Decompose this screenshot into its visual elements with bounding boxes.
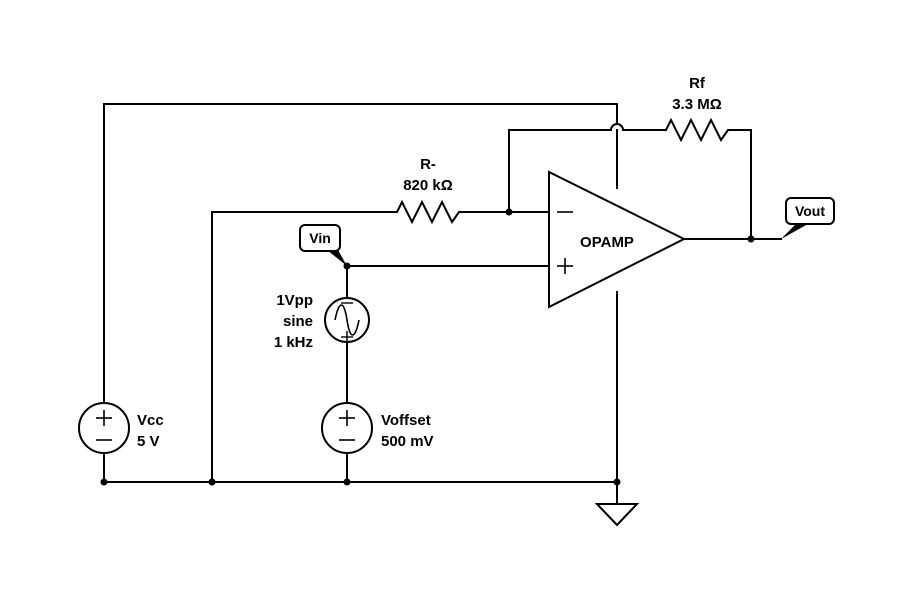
- voffset-name: Voffset: [381, 412, 431, 429]
- wire-crossover-hop: [610, 123, 624, 131]
- wires: [103, 103, 782, 505]
- junction-dot: [747, 235, 755, 243]
- vcc-source-circle: [78, 402, 130, 454]
- r-minus-value: 820 kΩ: [403, 177, 453, 194]
- junction-dot: [208, 478, 216, 486]
- junction-dot: [505, 208, 513, 216]
- junction-dot: [613, 478, 621, 486]
- feedback-wire-left: [508, 129, 612, 213]
- ground-rail: [103, 451, 618, 483]
- voffset-source[interactable]: Voffset 500 mV: [321, 402, 434, 454]
- net-label-vin[interactable]: Vin: [299, 224, 347, 266]
- vcc-value: 5 V: [137, 433, 160, 450]
- sine-type: sine: [283, 313, 313, 330]
- vin-label: Vin: [309, 230, 331, 246]
- rf-name: Rf: [689, 75, 706, 92]
- voffset-value: 500 mV: [381, 433, 434, 450]
- net-label-vout[interactable]: Vout: [781, 197, 835, 239]
- opamp[interactable]: OPAMP: [548, 170, 687, 309]
- ground-icon: [594, 503, 640, 527]
- voffset-source-circle: [321, 402, 373, 454]
- net-label-pointer-icon: [781, 224, 808, 239]
- opamp-label: OPAMP: [580, 234, 634, 251]
- resistor-r-minus[interactable]: R- 820 kΩ: [396, 156, 460, 225]
- sine-frequency: 1 kHz: [274, 334, 313, 351]
- r-minus-ground-wire: [211, 211, 398, 483]
- sine-wave-icon: [334, 304, 360, 336]
- net-label-pointer-icon: [327, 250, 347, 266]
- sine-amplitude: 1Vpp: [276, 292, 313, 309]
- resistor-zigzag: [396, 199, 460, 225]
- vcc-name: Vcc: [137, 412, 164, 429]
- junction-dot: [343, 478, 351, 486]
- net-label-box: [785, 197, 835, 225]
- opamp-triangle: [548, 170, 687, 309]
- resistor-zigzag: [665, 117, 729, 143]
- feedback-wire-right: [727, 129, 752, 240]
- r-minus-name: R-: [420, 156, 436, 173]
- vcc-source[interactable]: Vcc 5 V: [78, 402, 164, 454]
- ground-symbol: [594, 503, 640, 527]
- rf-value: 3.3 MΩ: [672, 96, 722, 113]
- net-label-box: [299, 224, 341, 252]
- resistor-rf[interactable]: Rf 3.3 MΩ: [665, 75, 729, 143]
- vout-label: Vout: [795, 203, 825, 219]
- junction-dot: [100, 478, 108, 486]
- sine-source[interactable]: 1Vpp sine 1 kHz: [274, 292, 370, 351]
- vcc-supply-wire: [103, 103, 618, 405]
